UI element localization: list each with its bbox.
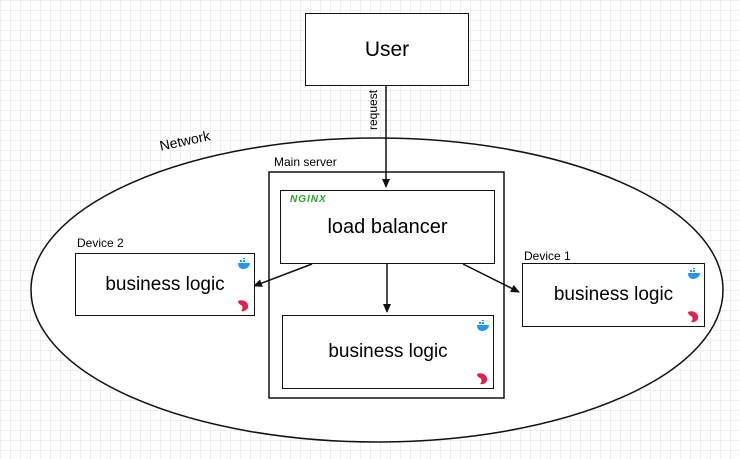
nestjs-icon (238, 300, 249, 312)
device-1-service-node[interactable]: business logic (522, 263, 705, 327)
main-service-node[interactable]: business logic (282, 315, 494, 389)
device-1-label: Device 1 (524, 249, 571, 263)
load-balancer-label: load balancer (327, 215, 448, 238)
device-2-service-node[interactable]: business logic (75, 253, 255, 316)
nestjs-icon (688, 311, 699, 323)
device-1-service-label: business logic (553, 284, 674, 305)
arrow-to-device-1 (462, 263, 520, 293)
edge-label-request: request (366, 89, 380, 130)
docker-icon (477, 320, 489, 331)
network-ellipse (30, 137, 724, 443)
device-2-service-label: business logic (105, 273, 225, 295)
docker-icon (688, 268, 700, 279)
nginx-logo: NGINX (290, 194, 327, 205)
main-server-label: Main server (274, 155, 337, 169)
arrow-to-device-2 (253, 263, 313, 287)
device-2-label: Device 2 (77, 236, 124, 250)
nestjs-icon (477, 373, 488, 385)
user-label: User (364, 37, 410, 61)
docker-icon (238, 258, 250, 269)
user-node[interactable]: User (305, 13, 469, 86)
load-balancer-node[interactable]: NGINX load balancer (280, 190, 495, 264)
main-service-label: business logic (328, 341, 448, 362)
